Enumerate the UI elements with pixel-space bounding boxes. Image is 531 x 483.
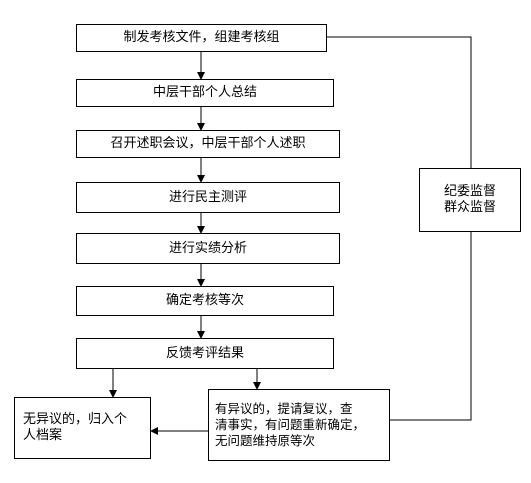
objection-box: 有异议的，提请复议，查 清事实，有问题重新确定， 无问题维持原等次 xyxy=(208,389,390,461)
supervision-box: 纪委监督 群众监督 xyxy=(419,168,521,232)
supervision-line-1: 纪委监督 xyxy=(443,184,496,199)
supervision-to-objection xyxy=(390,232,472,421)
no-objection-line-2: 人档案 xyxy=(23,428,63,443)
supervision-connector xyxy=(327,36,472,168)
step-issue-documents: 制发考核文件，组建考核组 xyxy=(76,24,327,52)
supervision-line-2: 群众监督 xyxy=(443,200,496,215)
step-determine-grade: 确定考核等次 xyxy=(76,286,334,316)
objection-line-3: 无问题维持原等次 xyxy=(215,433,316,448)
step-feedback-results: 反馈考评结果 xyxy=(76,338,334,369)
no-objection-line-1: 无异议的，归入个 xyxy=(23,412,128,427)
objection-line-1: 有异议的，提请复议，查 xyxy=(215,401,353,416)
step-democratic-evaluation: 进行民主测评 xyxy=(76,182,340,213)
step-performance-analysis: 进行实绩分析 xyxy=(76,233,340,264)
step-report-meeting: 召开述职会议，中层干部个人述职 xyxy=(76,130,340,158)
step-self-summary: 中层干部个人总结 xyxy=(76,79,334,107)
no-objection-box: 无异议的，归入个 人档案 xyxy=(14,397,151,459)
objection-line-2: 清事实，有问题重新确定， xyxy=(215,417,366,432)
